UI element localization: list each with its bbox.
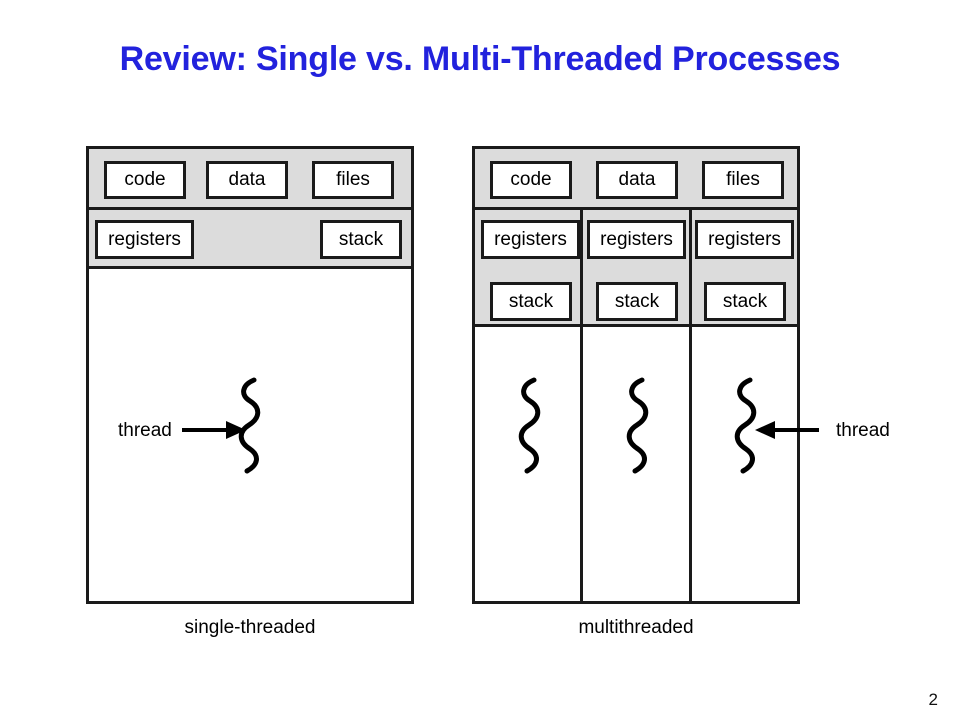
single-threaded-cell-code: code <box>104 161 186 199</box>
single-threaded-thread-squiggle-icon <box>238 377 261 474</box>
single-threaded-cell-stack: stack <box>320 220 402 259</box>
cell-label: data <box>618 169 656 190</box>
cell-label: stack <box>722 290 768 312</box>
multithreaded-cell-code: code <box>490 161 572 199</box>
multithreaded-band-bottom-divider <box>475 324 797 327</box>
cell-label: files <box>336 169 370 190</box>
cell-label: registers <box>494 228 567 250</box>
multithreaded-cell-data: data <box>596 161 678 199</box>
cell-label: code <box>510 169 552 190</box>
multithreaded-cell-stack-1: stack <box>490 282 572 321</box>
cell-label: stack <box>614 290 660 312</box>
single-threaded-row-divider <box>89 207 411 210</box>
cell-label: registers <box>708 228 781 250</box>
multithreaded-thread-squiggle-icon-1 <box>518 377 541 474</box>
multithreaded-cell-registers-1: registers <box>481 220 580 259</box>
multithreaded-thread-label: thread <box>836 420 890 441</box>
single-threaded-cell-data: data <box>206 161 288 199</box>
multithreaded-cell-registers-3: registers <box>695 220 794 259</box>
single-threaded-band-bottom-divider <box>89 266 411 269</box>
multithreaded-column-divider-1 <box>580 207 583 601</box>
cell-label: stack <box>338 228 384 250</box>
single-threaded-cell-registers: registers <box>95 220 194 259</box>
multithreaded-cell-stack-2: stack <box>596 282 678 321</box>
multithreaded-column-divider-2 <box>689 207 692 601</box>
single-threaded-thread-label: thread <box>118 420 172 441</box>
cell-label: code <box>124 169 166 190</box>
cell-label: files <box>726 169 760 190</box>
multithreaded-row-divider <box>475 207 797 210</box>
multithreaded-caption: multithreaded <box>578 617 694 638</box>
single-threaded-cell-files: files <box>312 161 394 199</box>
page-number: 2 <box>928 690 938 709</box>
page-title: Review: Single vs. Multi-Threaded Proces… <box>119 40 841 78</box>
cell-label: registers <box>600 228 673 250</box>
multithreaded-cell-registers-2: registers <box>587 220 686 259</box>
multithreaded-thread-squiggle-icon-3 <box>734 377 757 474</box>
single-threaded-thread-arrow-icon <box>182 421 246 439</box>
multithreaded-cell-stack-3: stack <box>704 282 786 321</box>
cell-label: data <box>228 169 266 190</box>
multithreaded-thread-arrow-icon <box>755 421 819 439</box>
multithreaded-thread-squiggle-icon-2 <box>626 377 649 474</box>
multithreaded-cell-files: files <box>702 161 784 199</box>
cell-label: registers <box>108 228 181 250</box>
single-threaded-caption: single-threaded <box>184 617 316 638</box>
cell-label: stack <box>508 290 554 312</box>
